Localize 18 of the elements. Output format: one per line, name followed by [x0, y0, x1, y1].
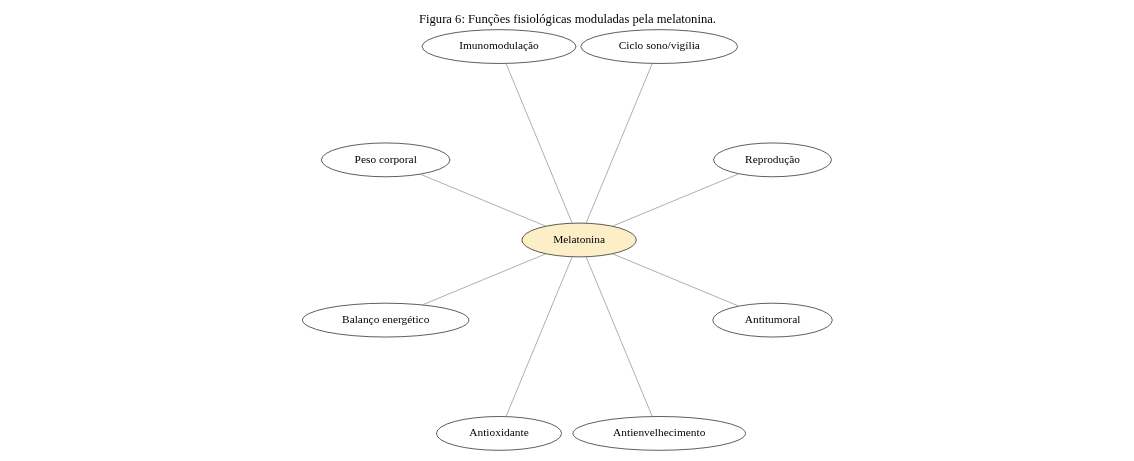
node-ellipse: Ciclo sono/vigília	[580, 29, 738, 64]
connector	[505, 63, 572, 224]
node-ellipse: Peso corporal	[320, 142, 450, 178]
connector	[611, 173, 739, 227]
connector	[421, 253, 546, 306]
node-ellipse: Imunomodulação	[421, 29, 576, 64]
node-ellipse: Balanço energético	[301, 302, 469, 338]
node-ellipse: Reprodução	[712, 142, 832, 178]
node-ellipse: Antienvelhecimento	[572, 416, 746, 451]
connector	[585, 256, 652, 417]
node-ellipse: Antioxidante	[435, 416, 562, 451]
connector	[505, 256, 572, 417]
node-ellipse: Melatonina	[521, 222, 637, 258]
connector	[585, 63, 652, 224]
connector	[611, 253, 739, 307]
diagram-title: Figura 6: Funções fisiológicas moduladas pela melatonina.	[418, 12, 716, 27]
node-ellipse: Antitumoral	[711, 302, 833, 338]
connector	[419, 173, 546, 227]
